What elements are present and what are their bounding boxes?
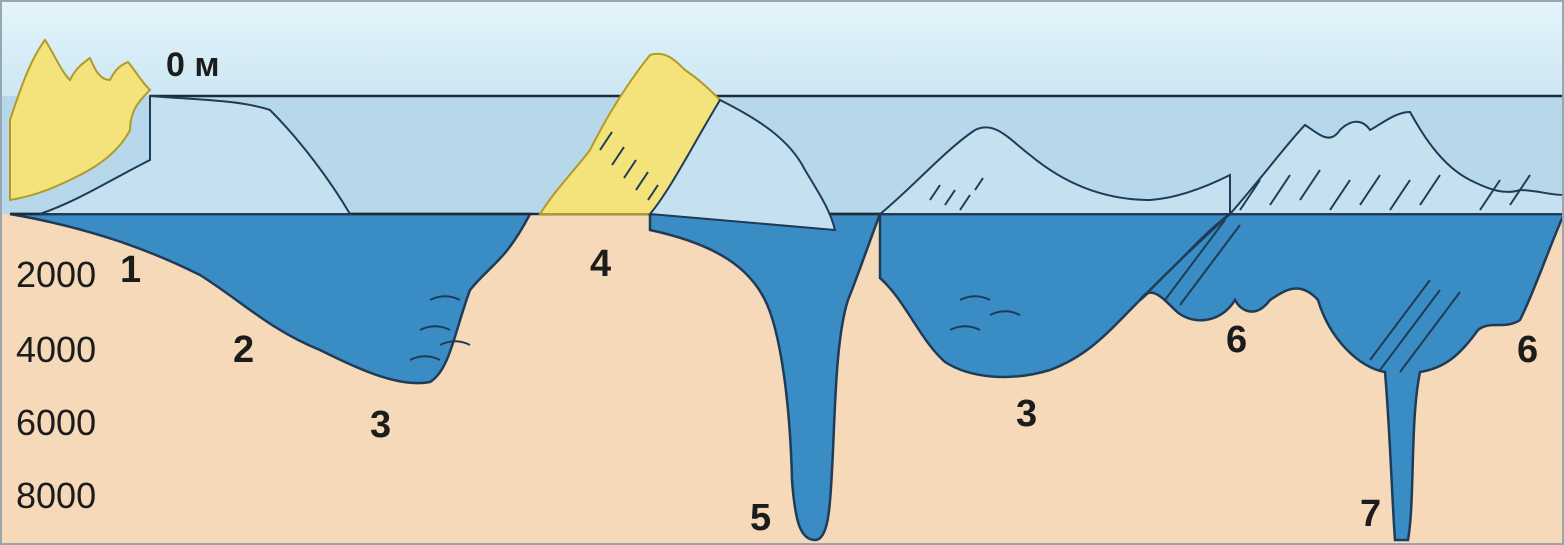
depth-label-4000: 4000 (16, 329, 96, 370)
feature-label-7: 7 (1360, 493, 1381, 535)
feature-label-5: 5 (750, 497, 771, 539)
feature-label-4: 4 (590, 243, 611, 285)
depth-label-2000: 2000 (16, 254, 96, 295)
feature-label-2: 2 (233, 329, 254, 371)
feature-label-6-left: 6 (1226, 319, 1247, 361)
feature-label-6-right: 6 (1517, 329, 1538, 371)
depth-label-6000: 6000 (16, 402, 96, 443)
feature-label-1: 1 (120, 249, 141, 291)
depth-label-8000: 8000 (16, 475, 96, 516)
feature-label-3-right: 3 (1016, 393, 1037, 435)
sky-band (0, 0, 1564, 96)
sea-level-label: 0 м (166, 46, 220, 84)
feature-label-3-left: 3 (370, 404, 391, 446)
